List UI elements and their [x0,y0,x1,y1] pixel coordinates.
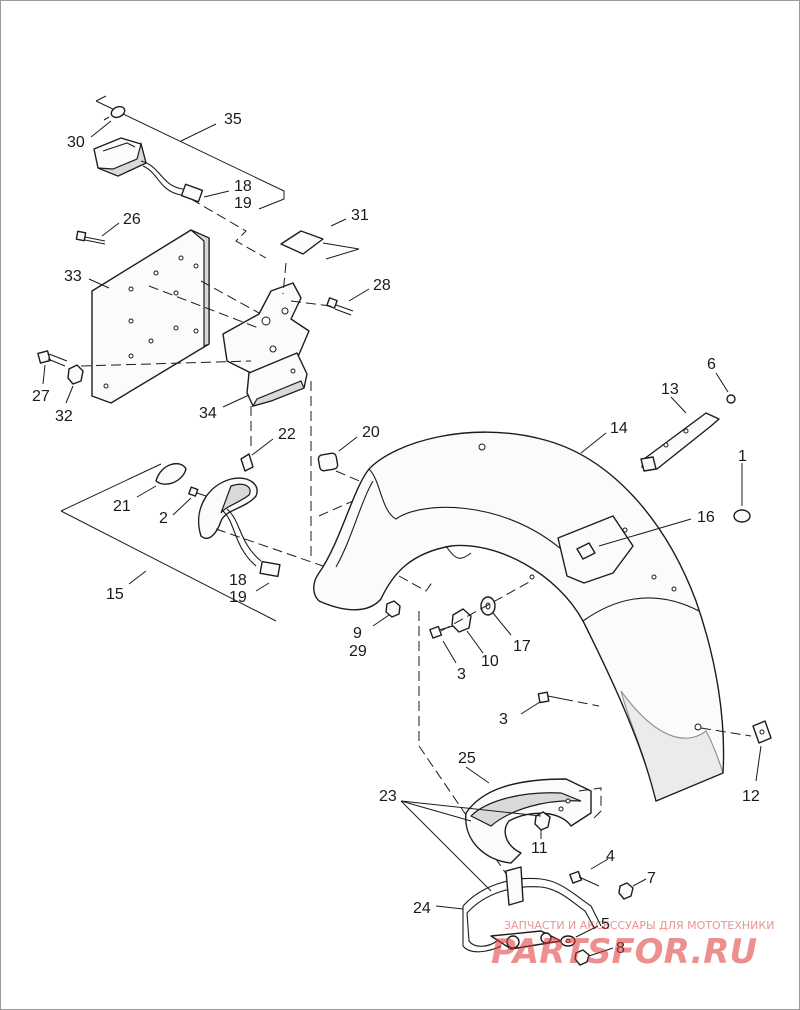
part-11-nut [534,811,551,839]
callout-16: 16 [697,509,715,526]
part-28-screw [326,288,370,316]
part-20-grommet [317,436,358,472]
part-30-bulb [90,105,126,138]
callout-20: 20 [362,424,380,441]
callout-28: 28 [373,277,391,294]
callout-3-lower: 3 [499,711,508,728]
callout-35: 35 [224,111,242,128]
upper-assembly-lines [80,198,332,561]
callout-21: 21 [113,498,131,515]
part-1-plug [733,463,751,523]
part-17-washer [480,596,512,636]
callout-32: 32 [55,408,73,425]
callout-25: 25 [458,750,476,767]
part-21-lens [136,462,187,498]
callout-30: 30 [67,134,85,151]
watermark-tagline: ЗАПЧАСТИ И АКСЕССУАРЫ ДЛЯ МОТОТЕХНИКИ [504,919,774,932]
callout-labels: 35 30 18 19 26 31 33 28 27 32 34 6 13 14… [32,111,760,957]
callout-7: 7 [647,870,656,887]
callout-9: 9 [353,625,362,642]
part-10-spacer [451,608,484,654]
callout-23: 23 [379,788,397,805]
part-25-support [465,766,602,864]
callout-17: 17 [513,638,531,655]
part-16-plate [557,515,692,584]
part-33-license-plate-bracket [88,229,210,404]
callout-11: 11 [531,840,548,857]
callout-18-upper: 18 [234,178,252,195]
callout-13: 13 [661,381,679,398]
callout-18-lower: 18 [229,572,247,589]
part-4-bolt [569,858,609,887]
watermark: ЗАПЧАСТИ И АКСЕССУАРЫ ДЛЯ МОТОТЕХНИКИ PA… [491,919,774,972]
part-13-strap [640,396,720,472]
part-3-bolt-upper [429,625,457,664]
callout-22: 22 [278,426,296,443]
callout-3-upper: 3 [457,666,466,683]
callout-27: 27 [32,388,50,405]
callout-19-lower: 19 [229,589,247,606]
callout-19-upper: 19 [234,195,252,212]
part-6-nut [715,372,736,404]
part-8-nut [574,947,614,966]
watermark-logo: PARTSFOR.RU [491,932,757,972]
part-9-nut [372,600,401,627]
callout-29: 29 [349,643,367,660]
part-license-lamp-housing [93,137,230,203]
callout-4: 4 [606,848,615,865]
callout-2: 2 [159,510,168,527]
group-15-bracket [60,463,277,622]
part-3-bolt-lower [520,691,600,715]
callout-1: 1 [738,448,747,465]
part-12-clip [700,720,772,782]
part-14-rear-fender [313,431,725,802]
callout-15: 15 [106,586,124,603]
callout-6: 6 [707,356,716,373]
group-35-bracket [95,95,285,210]
part-5-washer [560,925,599,947]
callout-34: 34 [199,405,217,422]
part-31-label [280,218,360,260]
callout-31: 31 [351,207,369,224]
bolt-axis-line [440,580,532,632]
callout-24: 24 [413,900,431,917]
part-34-mounting-bracket [222,282,310,408]
part-27-bolt [37,350,68,385]
callout-12: 12 [742,788,760,805]
part-23-leaders [400,800,542,892]
part-26-screw [75,222,120,245]
part-22-bulb [240,438,274,472]
callout-10: 10 [481,653,499,670]
callout-14: 14 [610,420,628,437]
callout-26: 26 [123,211,141,228]
part-32-nut [65,364,84,404]
callout-33: 33 [64,268,82,285]
callout-5: 5 [601,916,610,933]
callout-8: 8 [616,940,625,957]
part-24-rack-rail [435,866,602,953]
part-7-nut [618,878,647,900]
